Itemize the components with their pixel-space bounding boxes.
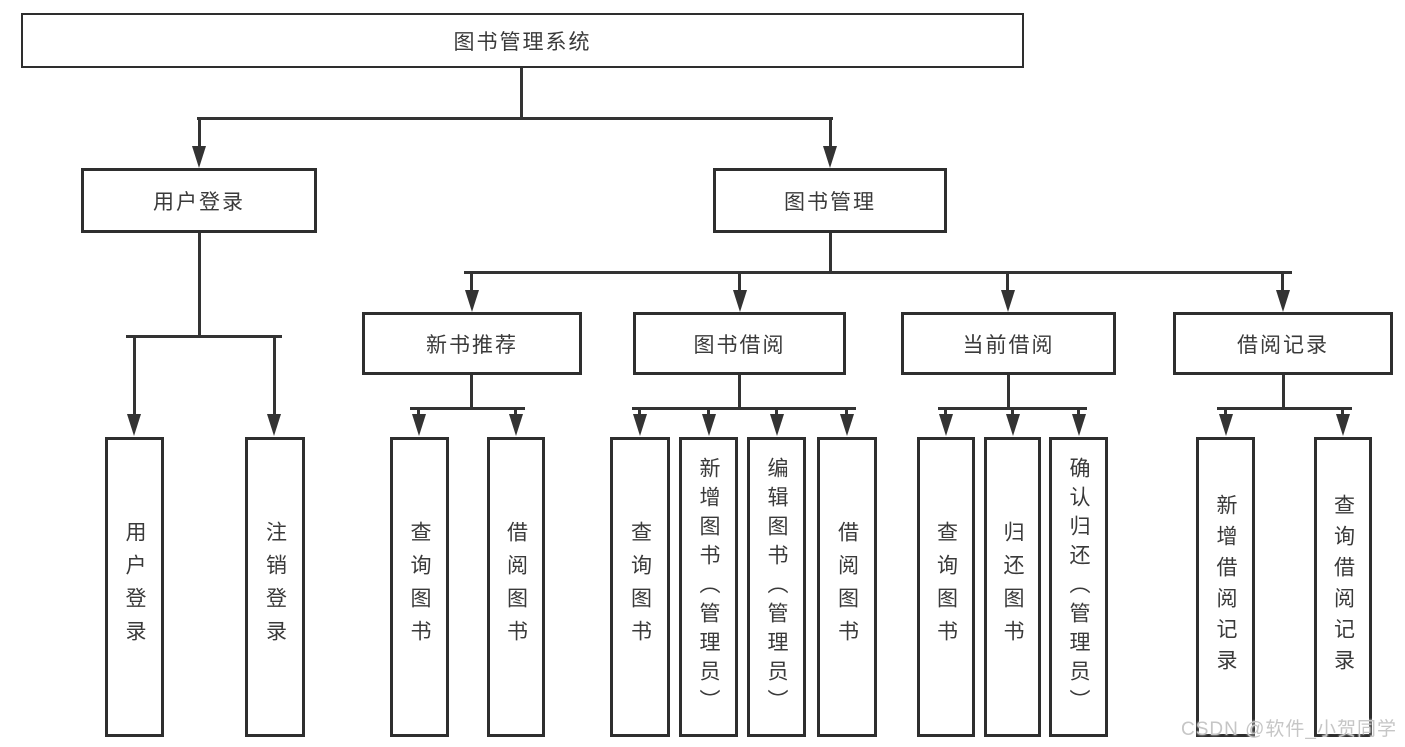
connector-line — [1217, 407, 1352, 410]
arrow-down-icon — [192, 146, 206, 168]
connector-line — [1281, 272, 1284, 292]
leaf-query-borrow-record-label: 查询借阅记录 — [1331, 494, 1355, 680]
connector-line — [198, 118, 201, 150]
connector-line — [198, 233, 201, 337]
connector-line — [829, 233, 832, 272]
node-user-login-label: 用户登录 — [153, 190, 245, 214]
arrow-down-icon — [127, 414, 141, 436]
leaf-query-books-recommend: 查询图书 — [390, 437, 449, 737]
leaf-return-book-label: 归还图书 — [1001, 521, 1024, 653]
connector-line — [126, 335, 282, 338]
leaf-confirm-return-admin: 确认归还（管理员） — [1049, 437, 1108, 737]
leaf-edit-book-admin-label: 编辑图书（管理员） — [765, 456, 788, 718]
connector-line — [1224, 408, 1227, 418]
connector-line — [632, 407, 856, 410]
node-book-borrow-label: 图书借阅 — [693, 333, 786, 357]
leaf-user-login-label: 用户登录 — [123, 521, 146, 653]
node-borrow-records-label: 借阅记录 — [1237, 333, 1329, 357]
connector-line — [197, 117, 833, 120]
leaf-borrow-books-borrow-label: 借阅图书 — [835, 521, 859, 653]
node-new-book-recommend: 新书推荐 — [362, 312, 582, 375]
leaf-query-books-borrow-label: 查询图书 — [628, 521, 652, 653]
leaf-query-books-current: 查询图书 — [917, 437, 975, 737]
arrow-down-icon — [1006, 414, 1020, 436]
arrow-down-icon — [267, 414, 281, 436]
arrow-down-icon — [633, 414, 647, 436]
arrow-down-icon — [465, 290, 479, 312]
arrow-down-icon — [1219, 414, 1233, 436]
connector-line — [1077, 408, 1080, 418]
leaf-query-books-current-label: 查询图书 — [934, 521, 958, 653]
arrow-down-icon — [770, 414, 784, 436]
node-book-borrow: 图书借阅 — [633, 312, 846, 375]
connector-line — [775, 408, 778, 418]
leaf-add-borrow-record: 新增借阅记录 — [1196, 437, 1255, 737]
node-current-borrow: 当前借阅 — [901, 312, 1116, 375]
arrow-down-icon — [823, 146, 837, 168]
leaf-logout: 注销登录 — [245, 437, 305, 737]
leaf-return-book: 归还图书 — [984, 437, 1041, 737]
connector-line — [520, 68, 523, 119]
leaf-query-borrow-record: 查询借阅记录 — [1314, 437, 1372, 737]
arrow-down-icon — [412, 414, 426, 436]
connector-line — [738, 375, 741, 408]
arrow-down-icon — [1001, 290, 1015, 312]
arrow-down-icon — [1072, 414, 1086, 436]
node-current-borrow-label: 当前借阅 — [962, 333, 1055, 357]
leaf-add-book-admin: 新增图书（管理员） — [679, 437, 738, 737]
connector-line — [273, 336, 276, 416]
connector-line — [410, 407, 525, 410]
leaf-query-books-borrow: 查询图书 — [610, 437, 670, 737]
connector-line — [470, 375, 473, 408]
node-book-management: 图书管理 — [713, 168, 947, 233]
connector-line — [417, 408, 420, 418]
connector-line — [1006, 272, 1009, 292]
leaf-borrow-books-recommend-label: 借阅图书 — [504, 521, 528, 653]
leaf-edit-book-admin: 编辑图书（管理员） — [747, 437, 806, 737]
leaf-logout-label: 注销登录 — [263, 521, 287, 653]
connector-line — [707, 408, 710, 418]
connector-line — [133, 336, 136, 416]
leaf-borrow-books-recommend: 借阅图书 — [487, 437, 545, 737]
arrow-down-icon — [733, 290, 747, 312]
connector-line — [470, 272, 473, 292]
arrow-down-icon — [509, 414, 523, 436]
arrow-down-icon — [1336, 414, 1350, 436]
connector-line — [514, 408, 517, 418]
connector-line — [944, 408, 947, 418]
arrow-down-icon — [702, 414, 716, 436]
node-root-label: 图书管理系统 — [453, 30, 592, 54]
connector-line — [1007, 375, 1010, 408]
connector-line — [638, 408, 641, 418]
node-root: 图书管理系统 — [21, 13, 1024, 68]
arrow-down-icon — [1276, 290, 1290, 312]
leaf-confirm-return-admin-label: 确认归还（管理员） — [1067, 456, 1090, 718]
arrow-down-icon — [939, 414, 953, 436]
connector-line — [1341, 408, 1344, 418]
arrow-down-icon — [840, 414, 854, 436]
connector-line — [1011, 408, 1014, 418]
connector-line — [1282, 375, 1285, 408]
leaf-add-book-admin-label: 新增图书（管理员） — [697, 456, 720, 718]
node-new-book-recommend-label: 新书推荐 — [426, 333, 518, 357]
node-book-management-label: 图书管理 — [784, 190, 876, 214]
leaf-user-login: 用户登录 — [105, 437, 164, 737]
leaf-borrow-books-borrow: 借阅图书 — [817, 437, 877, 737]
csdn-watermark: CSDN @软件_小贺同学 — [1181, 719, 1397, 740]
leaf-query-books-recommend-label: 查询图书 — [408, 521, 431, 653]
connector-line — [738, 272, 741, 292]
connector-line — [845, 408, 848, 418]
node-user-login: 用户登录 — [81, 168, 317, 233]
leaf-add-borrow-record-label: 新增借阅记录 — [1214, 494, 1237, 680]
connector-line — [829, 118, 832, 150]
connector-line — [464, 271, 1292, 274]
node-borrow-records: 借阅记录 — [1173, 312, 1393, 375]
